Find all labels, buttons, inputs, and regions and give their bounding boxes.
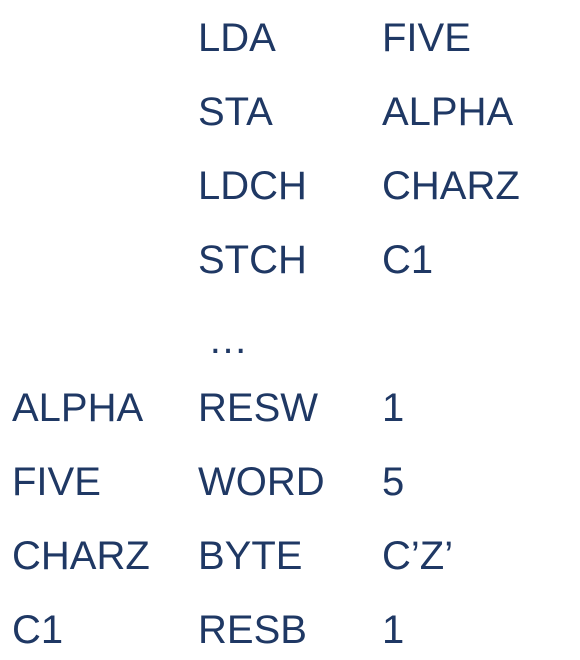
line-opcode: RESW xyxy=(198,386,318,430)
line-operand: 1 xyxy=(382,608,405,652)
line-opcode: STA xyxy=(198,90,273,134)
line-label: ALPHA xyxy=(12,386,144,430)
code-line-ldch: LDCH CHARZ xyxy=(0,156,580,216)
code-line-sta: STA ALPHA xyxy=(0,82,580,142)
line-operand: ALPHA xyxy=(382,90,514,134)
line-label: FIVE xyxy=(12,460,101,504)
line-opcode: STCH xyxy=(198,238,307,282)
data-line-alpha: ALPHA RESW 1 xyxy=(0,378,580,438)
data-line-c1: C1 RESB 1 xyxy=(0,600,580,660)
line-opcode: LDA xyxy=(198,16,276,60)
line-operand: C1 xyxy=(382,238,434,282)
line-opcode: RESB xyxy=(198,608,307,652)
line-operand: CHARZ xyxy=(382,164,520,208)
line-opcode: LDCH xyxy=(198,164,307,208)
data-line-charz: CHARZ BYTE C’Z’ xyxy=(0,526,580,586)
line-operand: C’Z’ xyxy=(382,534,454,578)
line-label: CHARZ xyxy=(12,534,150,578)
line-label: C1 xyxy=(12,608,64,652)
line-operand: 1 xyxy=(382,386,405,430)
line-operand: 5 xyxy=(382,460,405,504)
ellipsis: … xyxy=(208,318,249,362)
data-line-five: FIVE WORD 5 xyxy=(0,452,580,512)
line-operand: FIVE xyxy=(382,16,471,60)
code-line-lda: LDA FIVE xyxy=(0,8,580,68)
line-opcode: BYTE xyxy=(198,534,303,578)
code-line-stch: STCH C1 xyxy=(0,230,580,290)
line-opcode: WORD xyxy=(198,460,325,504)
